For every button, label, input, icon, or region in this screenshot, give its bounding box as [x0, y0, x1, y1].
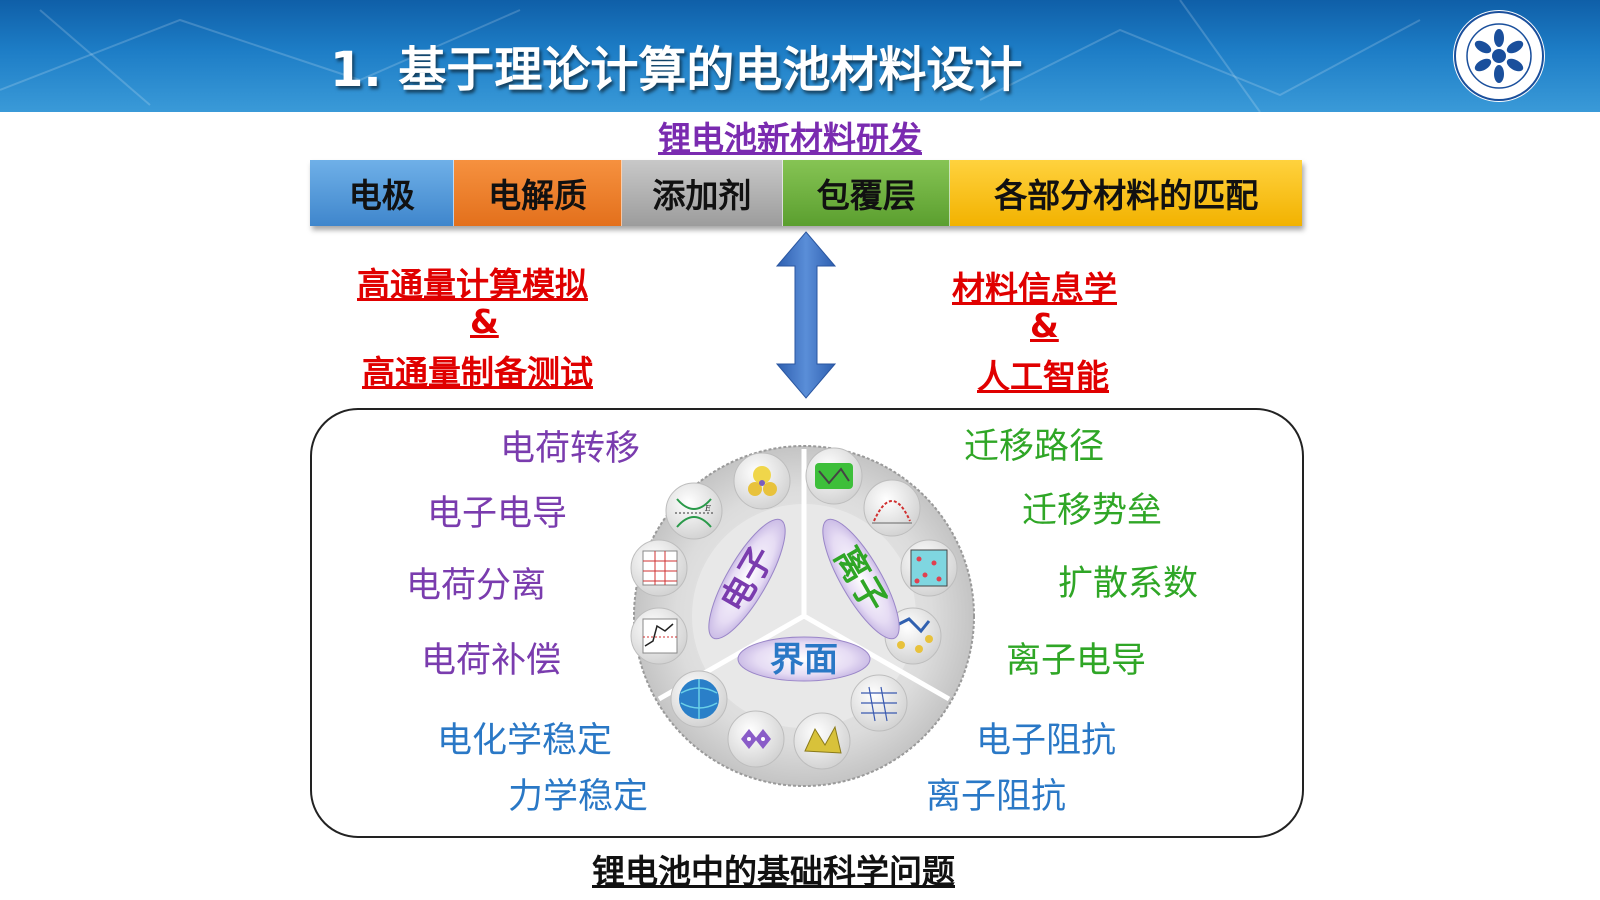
- interface-ellipse: [737, 636, 871, 682]
- svg-text:E: E: [704, 504, 711, 513]
- title-banner: 1. 基于理论计算的电池材料设计: [0, 0, 1600, 112]
- topic-charge-compensation: 电荷补偿: [421, 641, 562, 681]
- subtitle: 锂电池新材料研发: [658, 119, 922, 158]
- thumb-energy-barrier-icon: [863, 479, 921, 537]
- topic-electrochemical-stability: 电化学稳定: [437, 721, 613, 761]
- thumb-yellow-surface-icon: [793, 712, 851, 770]
- topic-charge-transfer: 电荷转移: [500, 429, 641, 469]
- category-coating: 包覆层: [783, 160, 951, 226]
- category-electrolyte: 电解质: [454, 160, 622, 226]
- method-right-line2: 人工智能: [977, 357, 1109, 396]
- topic-electronic-conductivity: 电子电导: [427, 494, 568, 534]
- method-left-line2: 高通量制备测试: [362, 353, 593, 392]
- method-right-line1: 材料信息学: [952, 269, 1117, 308]
- material-category-bar: 电极 电解质 添加剂 包覆层 各部分材料的匹配: [310, 160, 1302, 226]
- electron-ellipse: [708, 518, 786, 640]
- thumb-octahedra-icon: [727, 710, 785, 768]
- category-additive: 添加剂: [621, 160, 784, 226]
- thumb-band-structure-icon: E: [665, 482, 723, 540]
- wheel-thumbnails: E: [630, 447, 958, 770]
- center-interface-label: 界面: [770, 640, 838, 680]
- double-arrow-icon: [775, 231, 837, 399]
- topic-migration-path: 迁移路径: [964, 427, 1105, 467]
- ion-ellipse: [822, 518, 900, 640]
- thumb-green-structure-icon: [805, 447, 863, 505]
- topic-diffusion-coefficient: 扩散系数: [1058, 564, 1199, 604]
- topic-ionic-impedance: 离子阻抗: [926, 777, 1067, 817]
- topic-electronic-impedance: 电子阻抗: [976, 721, 1117, 761]
- method-left-amp: &: [470, 302, 499, 341]
- thumb-band-grid-icon: [630, 539, 688, 597]
- topic-ionic-conductivity: 离子电导: [1006, 641, 1147, 681]
- thumb-diffusion-icon: [900, 539, 958, 597]
- topic-migration-barrier: 迁移势垒: [1022, 491, 1163, 531]
- footer-caption: 锂电池中的基础科学问题: [592, 852, 955, 891]
- cas-institute-emblem-icon: [1453, 10, 1545, 102]
- thumb-charge-density-icon: [733, 452, 791, 510]
- thumb-lattice-icon: [850, 674, 908, 732]
- slide-title: 1. 基于理论计算的电池材料设计: [330, 42, 1023, 98]
- thumb-blue-sphere-icon: [670, 670, 728, 728]
- category-matching: 各部分材料的匹配: [950, 160, 1302, 226]
- category-electrode: 电极: [310, 160, 455, 226]
- banner-pattern: [0, 0, 1421, 112]
- topic-charge-separation: 电荷分离: [406, 566, 547, 606]
- central-wheel-diagram: E 电子 离子 界面: [630, 445, 975, 787]
- method-right-amp: &: [1030, 306, 1059, 345]
- method-left-line1: 高通量计算模拟: [357, 265, 588, 304]
- topic-mechanical-stability: 力学稳定: [508, 777, 649, 817]
- thumb-voltage-curve-icon: [630, 607, 688, 665]
